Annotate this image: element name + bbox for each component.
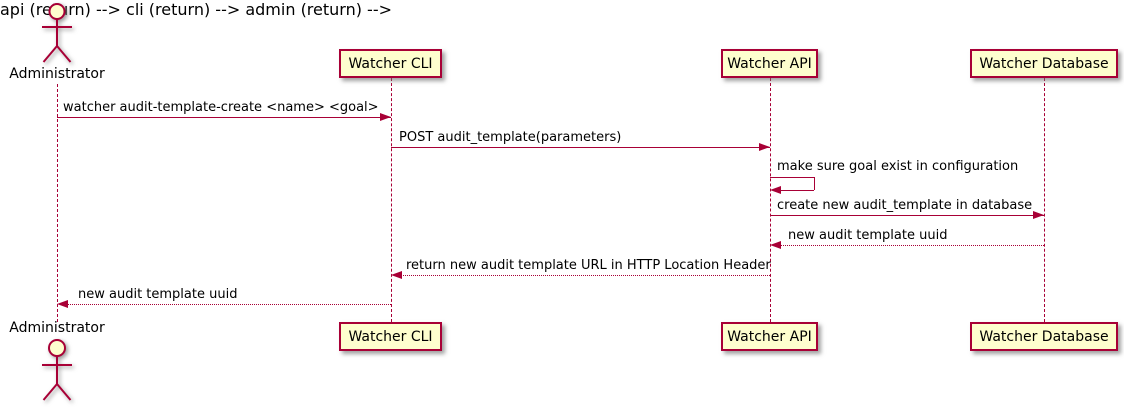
participant-box-watcher-database-bottom: Watcher Database	[970, 322, 1118, 351]
message-label-3: make sure goal exist in configuration	[777, 159, 1019, 174]
participant-label: Watcher API	[727, 328, 812, 345]
arrowhead-left-6	[391, 271, 402, 279]
message-label-5: new audit template uuid	[788, 228, 948, 243]
self-message-bottom-line	[773, 190, 814, 191]
lifeline-watcher-api	[770, 78, 771, 322]
lifeline-watcher-database	[1044, 78, 1045, 322]
message-line-6	[394, 275, 770, 276]
message-label-7: new audit template uuid	[78, 287, 238, 302]
participant-box-watcher-api-top: Watcher API	[721, 49, 818, 78]
arrowhead-left-3	[770, 186, 781, 194]
message-line-7	[60, 304, 391, 305]
message-line-2	[391, 147, 770, 148]
message-label-4: create new audit_template in database	[777, 198, 1033, 213]
message-label-2: POST audit_template(parameters)	[399, 130, 622, 145]
actor-label-bottom: Administrator	[9, 320, 105, 336]
arrowhead-right-1	[380, 113, 391, 121]
self-message-right-line	[814, 177, 815, 190]
message-label-1: watcher audit-template-create <name> <go…	[63, 100, 379, 115]
participant-label: Watcher CLI	[348, 328, 433, 345]
participant-box-watcher-database-top: Watcher Database	[970, 49, 1118, 78]
arrowhead-left-7	[57, 300, 68, 308]
arrowhead-right-2	[759, 143, 770, 151]
participant-label: Watcher API	[727, 55, 812, 72]
participant-label: Watcher Database	[979, 55, 1109, 72]
participant-box-watcher-api-bottom: Watcher API	[721, 322, 818, 351]
lifeline-administrator	[57, 84, 58, 322]
actor-icon-top	[42, 3, 72, 63]
message-line-4	[770, 215, 1044, 216]
participant-box-watcher-cli-top: Watcher CLI	[339, 49, 442, 78]
message-line-5	[773, 245, 1044, 246]
lifeline-watcher-cli	[391, 78, 392, 322]
self-message-top-line	[770, 177, 814, 178]
participant-label: Watcher Database	[979, 328, 1109, 345]
participant-box-watcher-cli-bottom: Watcher CLI	[339, 322, 442, 351]
actor-label-top: Administrator	[9, 66, 105, 82]
actor-icon-bottom	[42, 339, 72, 401]
message-label-6: return new audit template URL in HTTP Lo…	[406, 258, 771, 273]
participant-label: Watcher CLI	[348, 55, 433, 72]
message-line-1	[57, 117, 391, 118]
arrowhead-right-4	[1033, 211, 1044, 219]
arrowhead-left-5	[770, 241, 781, 249]
